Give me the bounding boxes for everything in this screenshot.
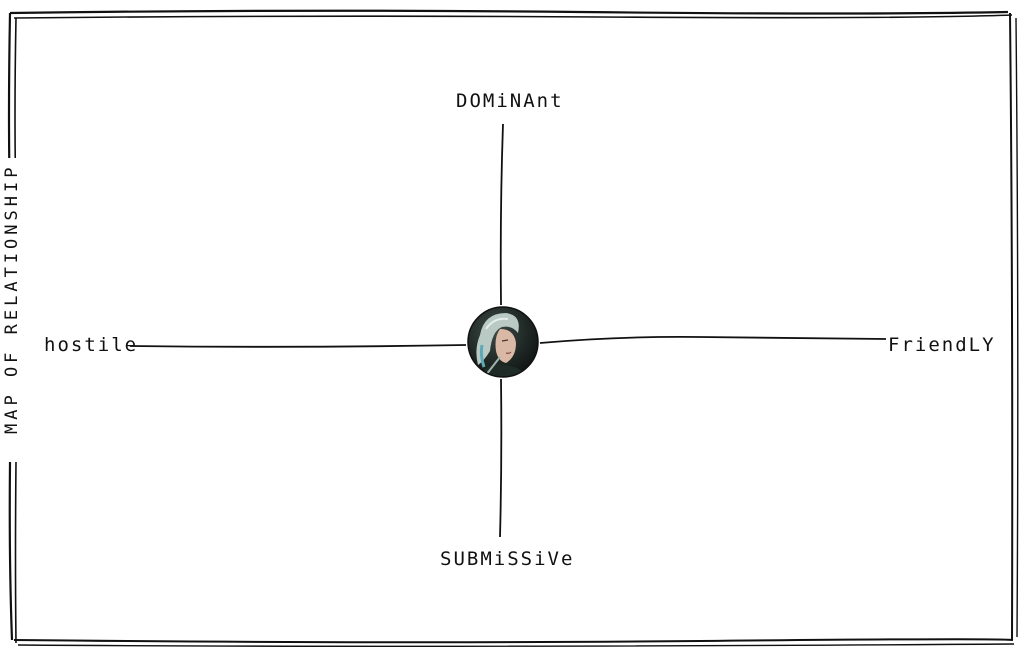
axis-horizontal-right [539, 335, 887, 344]
frame-bottom [13, 638, 1014, 644]
frame-right [1009, 12, 1014, 641]
axis-horizontal-left [129, 344, 467, 348]
frame-outer-top [9, 9, 1009, 15]
axis-label-hostile: hostiLe [44, 334, 139, 356]
character-portrait-icon [467, 306, 539, 378]
axis-label-submissive: SUBMiSSiVe [440, 548, 575, 570]
axis-vertical-top [499, 123, 504, 306]
frame-bottom-2 [17, 643, 1015, 647]
axis-label-friendly: FriendLY [888, 334, 996, 356]
axis-label-dominant: DOMiNAnt [456, 90, 564, 112]
frame-right-2 [1015, 17, 1019, 638]
frame-left-bottom [8, 461, 14, 641]
frame-left-bottom-2 [14, 461, 17, 644]
axis-vertical-bottom [499, 378, 503, 538]
map-title: MAP OF RELATIONSHIP [2, 157, 22, 440]
frame-inner-top [13, 14, 1013, 19]
